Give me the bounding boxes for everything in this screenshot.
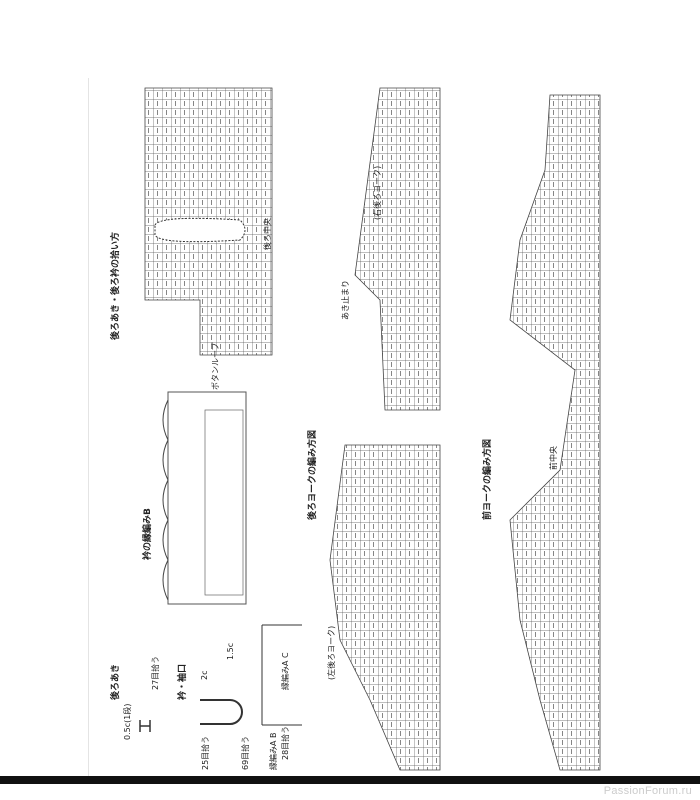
collar-cuff-diagram — [200, 699, 243, 725]
front-yoke-grid — [509, 94, 601, 771]
title-front-yoke: 前ヨークの編み方図 — [483, 438, 493, 520]
collar-edging-chart — [167, 391, 247, 605]
opening-slit — [154, 217, 246, 243]
back-yoke-left-grid — [329, 444, 441, 771]
label-measure-3: 0.5c(1段) — [123, 703, 132, 740]
label-measure-2: 2c — [200, 670, 209, 681]
title-back-opening: 後ろあき — [111, 663, 121, 700]
label-right-back-yoke: (右後ろヨーク) — [373, 165, 382, 220]
watermark: PassionForum.ru — [603, 785, 692, 797]
label-rows-25: 25目拾う — [201, 735, 210, 770]
title-back-opening-pickup: 後ろあき・後ろ衿の拾い方 — [111, 231, 121, 340]
label-opening-end: あき止まり — [341, 280, 350, 320]
title-back-yoke: 後ろヨークの編み方図 — [308, 429, 318, 520]
title-collar-edging-b: 衿の縁編みB — [143, 508, 153, 560]
back-opening-diagram — [139, 720, 151, 732]
label-front-center: 前中央 — [549, 446, 558, 470]
label-rows-28: 28目拾う — [281, 725, 290, 760]
label-left-back-yoke: (左後ろヨーク) — [327, 625, 336, 680]
bottom-bar — [0, 776, 700, 784]
label-rows-69: 69目拾う — [241, 735, 250, 770]
label-back-center: 後ろ中央 — [263, 218, 272, 250]
label-edging-ab: 縁編みA B — [269, 732, 278, 770]
label-measure-1: 1.5c — [226, 642, 235, 660]
label-button-loop: ボタンループ — [211, 342, 220, 390]
label-rows-27: 27目拾う — [151, 655, 160, 690]
back-yoke-right-grid — [354, 87, 441, 411]
label-edging-ac: 縁編みA C — [281, 652, 290, 690]
title-collar-cuff: 衿・袖口 — [178, 663, 188, 700]
